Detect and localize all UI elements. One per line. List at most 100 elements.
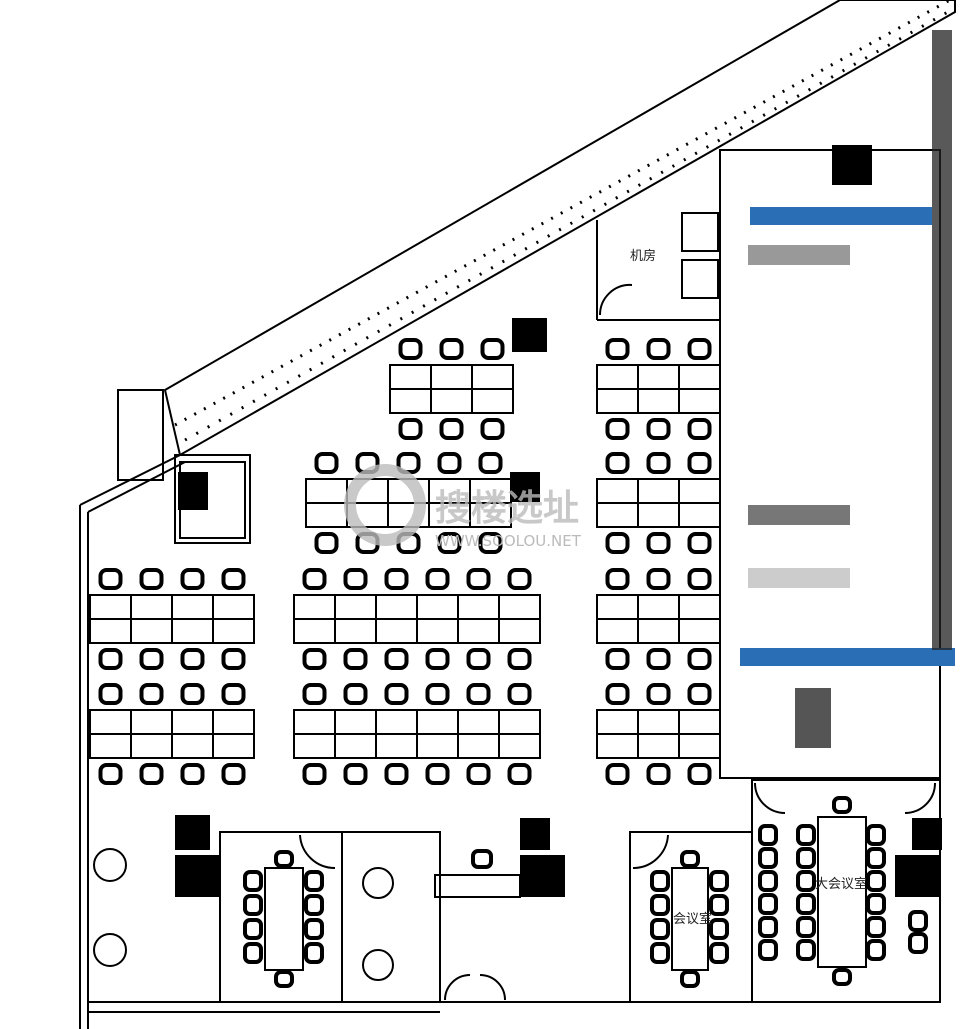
desk [171, 618, 214, 644]
chair [605, 683, 630, 705]
chair [687, 648, 712, 670]
desk [389, 388, 432, 414]
chair [425, 568, 450, 590]
chair [139, 763, 164, 785]
chair [908, 910, 928, 932]
desk [457, 733, 500, 759]
chair [687, 568, 712, 590]
chair [221, 763, 246, 785]
desk [637, 594, 680, 620]
chair [758, 939, 778, 961]
chair [605, 568, 630, 590]
chair [437, 532, 462, 554]
chair [139, 648, 164, 670]
desk [678, 733, 721, 759]
chair [832, 968, 852, 986]
desk [293, 733, 336, 759]
desk [678, 594, 721, 620]
chair [139, 683, 164, 705]
chair [507, 648, 532, 670]
desk [637, 502, 680, 528]
chair [180, 683, 205, 705]
desk [596, 618, 639, 644]
watermark-title: 搜楼选址 [435, 488, 579, 529]
desk [637, 618, 680, 644]
chair [343, 763, 368, 785]
desk [637, 364, 680, 390]
desk [171, 594, 214, 620]
desk [416, 594, 459, 620]
desk [498, 594, 541, 620]
chair [709, 918, 729, 940]
desk [130, 733, 173, 759]
chair [425, 648, 450, 670]
desk [637, 478, 680, 504]
chair [384, 683, 409, 705]
chair [650, 894, 670, 916]
desk [375, 733, 418, 759]
columns [175, 318, 942, 897]
chair [646, 763, 671, 785]
chair [274, 850, 294, 868]
meeting-chairs [243, 796, 928, 988]
chair [709, 894, 729, 916]
chair [439, 418, 464, 440]
chair [832, 796, 852, 814]
desk [430, 388, 473, 414]
chair [304, 870, 324, 892]
chair [314, 452, 339, 474]
chair [221, 648, 246, 670]
desk [678, 364, 721, 390]
chair [304, 894, 324, 916]
chair [384, 763, 409, 785]
desk [498, 733, 541, 759]
chair [478, 452, 503, 474]
chair [398, 338, 423, 360]
chair [687, 683, 712, 705]
chair [425, 683, 450, 705]
chair [304, 942, 324, 964]
desk [596, 388, 639, 414]
desk [375, 618, 418, 644]
chair [866, 847, 886, 869]
watermark-url: WWW.SOOLOU.NET [435, 532, 582, 550]
chair [243, 942, 263, 964]
desk [171, 733, 214, 759]
chair [646, 568, 671, 590]
desk [678, 709, 721, 735]
chair [274, 970, 294, 988]
chair [758, 916, 778, 938]
chair [480, 338, 505, 360]
chair [507, 683, 532, 705]
desk [171, 709, 214, 735]
desk [596, 733, 639, 759]
desk [678, 388, 721, 414]
chair [758, 893, 778, 915]
chair [650, 918, 670, 940]
desk [375, 709, 418, 735]
chair [908, 932, 928, 954]
desk [293, 594, 336, 620]
desk [498, 618, 541, 644]
chair [507, 763, 532, 785]
desk [389, 364, 432, 390]
chair [687, 452, 712, 474]
chair [687, 418, 712, 440]
chair [758, 847, 778, 869]
chair [98, 568, 123, 590]
chair [866, 916, 886, 938]
chair [796, 847, 816, 869]
chair [221, 568, 246, 590]
desk [678, 502, 721, 528]
walls [79, 0, 956, 1029]
chair [507, 568, 532, 590]
chair [866, 893, 886, 915]
chair [98, 648, 123, 670]
chair [796, 870, 816, 892]
chair [650, 870, 670, 892]
chair [180, 763, 205, 785]
chair [646, 418, 671, 440]
desk [293, 618, 336, 644]
desk [498, 709, 541, 735]
